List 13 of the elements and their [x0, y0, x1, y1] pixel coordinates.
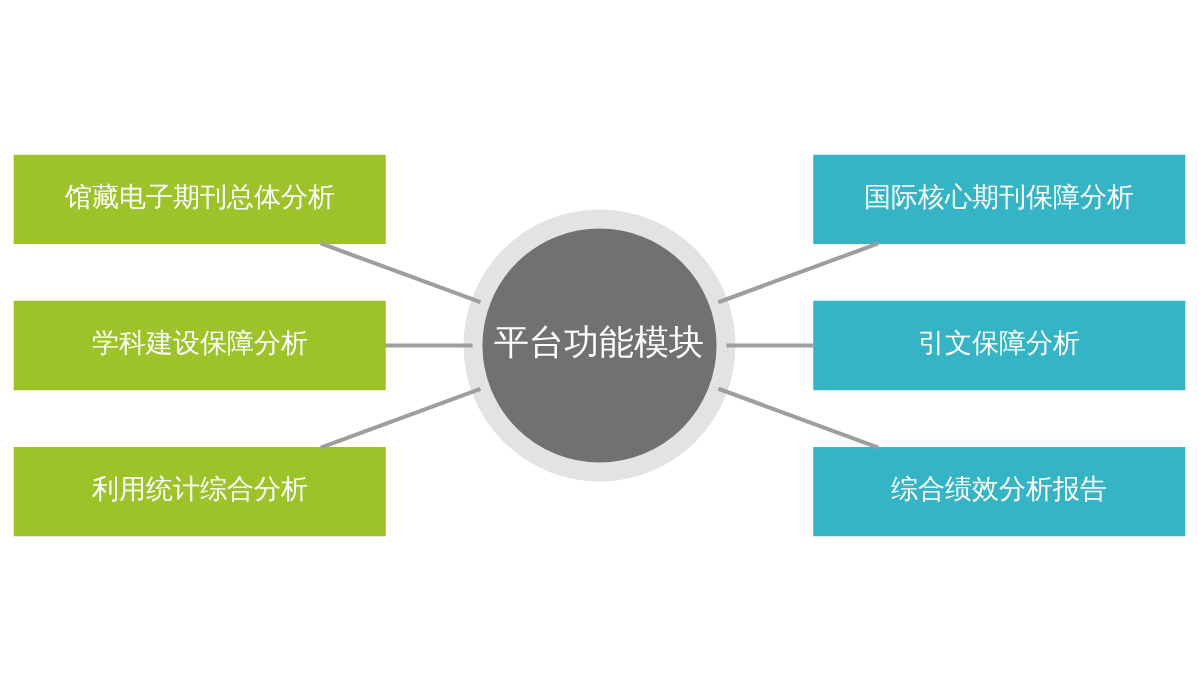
node-box: 国际核心期刊保障分析	[813, 154, 1186, 244]
connector	[726, 342, 814, 348]
node-box: 学科建设保障分析	[13, 300, 386, 390]
node-box: 利用统计综合分析	[13, 446, 386, 536]
node-box: 引文保障分析	[813, 300, 1186, 390]
connector	[717, 241, 879, 304]
node-circle: 平台功能模块	[463, 209, 736, 481]
node-box: 综合绩效分析报告	[813, 446, 1186, 536]
connector	[385, 342, 473, 348]
connector	[717, 386, 879, 449]
node-box: 馆藏电子期刊总体分析	[13, 154, 386, 244]
connector	[320, 241, 482, 304]
connector	[320, 386, 482, 449]
